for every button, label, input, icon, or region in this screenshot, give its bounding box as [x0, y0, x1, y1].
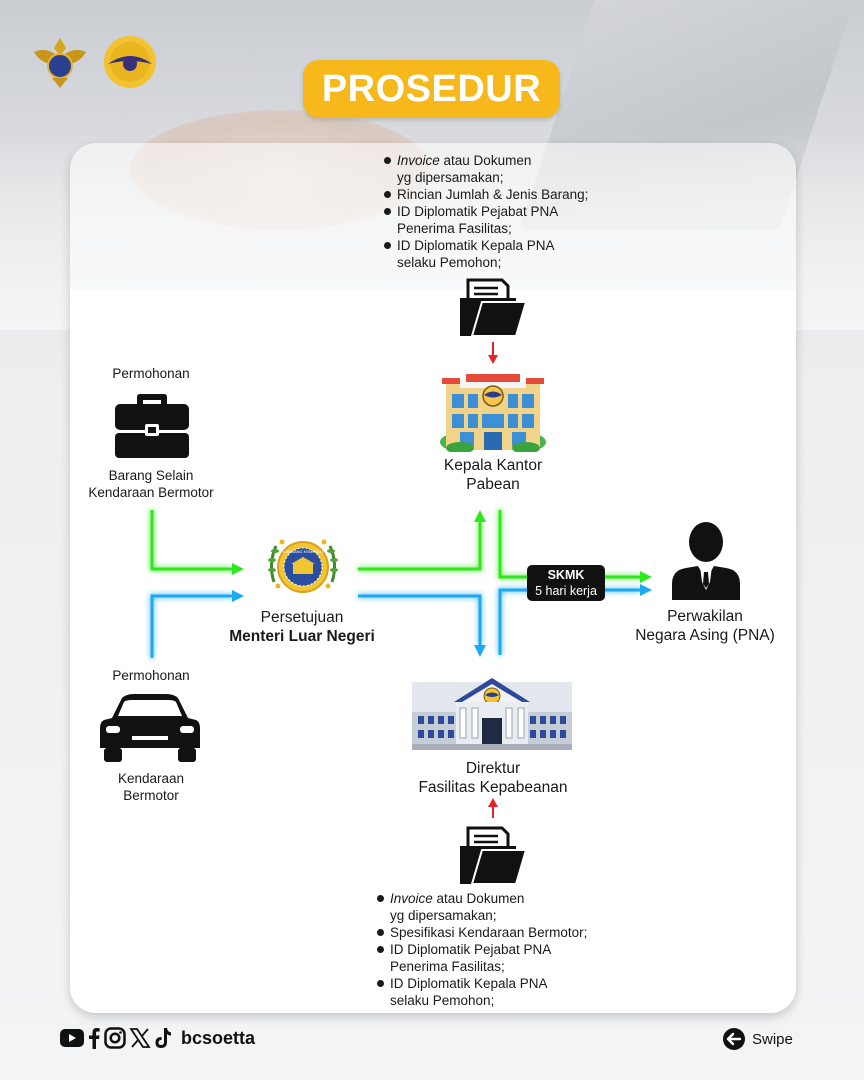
title-banner: PROSEDUR — [303, 60, 560, 118]
green-arrowheads — [232, 510, 652, 583]
folder-documents-icon — [460, 278, 528, 337]
x-twitter-icon[interactable] — [129, 1027, 151, 1049]
list-item: Rincian Jumlah & Jenis Barang; — [384, 186, 624, 203]
social-footer: bcsoetta — [60, 1025, 255, 1051]
seal-text: LAMBANG KEMENLU — [283, 549, 323, 554]
tiktok-icon[interactable] — [154, 1027, 172, 1049]
car-icon — [100, 694, 200, 762]
folder-documents-icon — [460, 826, 528, 885]
blue-arrowheads — [232, 584, 652, 657]
briefcase-icon — [115, 394, 189, 458]
social-handle: bcsoetta — [181, 1027, 256, 1048]
page-title: PROSEDUR — [321, 67, 542, 110]
swipe-hint[interactable]: Swipe — [722, 1027, 793, 1051]
office-badge-logo — [104, 36, 156, 88]
swipe-label: Swipe — [752, 1030, 793, 1048]
list-item: Spesifikasi Kendaraan Bermotor; — [377, 924, 627, 941]
label-permohonan-kendaraan: Permohonan — [112, 668, 190, 683]
arrow-left-icon — [723, 1028, 745, 1050]
directorate-building-icon — [412, 678, 572, 750]
customs-office-building-icon — [440, 374, 546, 452]
instagram-icon[interactable] — [104, 1027, 126, 1049]
red-arrows — [488, 342, 498, 818]
content-card-body — [70, 290, 796, 1013]
customs-emblem-logo — [34, 38, 86, 88]
person-icon — [672, 522, 740, 600]
youtube-icon[interactable] — [60, 1029, 84, 1047]
label-permohonan-barang: Permohonan — [112, 366, 190, 381]
facebook-icon[interactable] — [87, 1027, 101, 1049]
ministry-seal-icon: LAMBANG KEMENLU — [265, 529, 341, 605]
